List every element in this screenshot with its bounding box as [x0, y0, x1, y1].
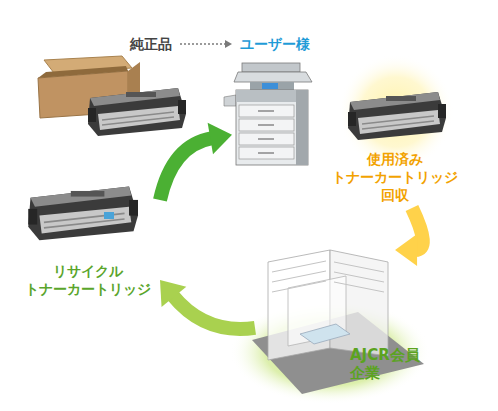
flow-arrow	[395, 208, 423, 266]
arrow-head	[160, 280, 186, 307]
arrow-shaft	[160, 138, 212, 200]
copier-drawer	[239, 147, 294, 159]
facility-line	[272, 271, 326, 282]
node-label: 使用済み トナーカートリッジ 回収	[325, 150, 465, 204]
arrow-head	[208, 123, 232, 155]
box-opening	[38, 66, 128, 78]
node-label: リサイクル トナーカートリッジ	[15, 262, 160, 298]
copier-drawer	[239, 119, 294, 131]
copier-drawer	[239, 105, 294, 117]
node-group: 使用済み トナーカートリッジ 回収	[320, 85, 470, 208]
drawer-handle	[258, 152, 274, 154]
copier-tray	[224, 95, 236, 106]
copier-screen	[262, 83, 278, 89]
flow-arrow	[160, 280, 255, 329]
node-label: AJCR会員 企業	[350, 346, 435, 382]
facility-line	[334, 282, 384, 292]
node-label: ユーザー様	[240, 35, 318, 53]
drawer-handle	[258, 124, 274, 126]
used-cartridge	[348, 92, 446, 140]
copier-side	[296, 90, 308, 165]
flow-arrow	[180, 40, 232, 48]
copier-panel	[250, 82, 294, 90]
arrow-shaft	[173, 295, 255, 328]
node-group: ユーザー様	[232, 35, 315, 168]
facility-line	[272, 281, 326, 292]
copier-drawer	[239, 133, 294, 145]
facility-line	[272, 261, 326, 272]
recycle-label	[104, 212, 114, 219]
copier-feeder	[242, 63, 300, 72]
node-label: 純正品	[130, 35, 190, 53]
arrow-head	[225, 40, 232, 48]
copier-body	[236, 90, 308, 165]
node-group: 純正品	[30, 35, 180, 140]
facility-machine	[300, 324, 350, 344]
drawer-handle	[258, 110, 274, 112]
facility-line	[334, 272, 384, 282]
node-group: リサイクル トナーカートリッジ	[15, 180, 160, 300]
copier-lid	[234, 72, 312, 82]
dotted-line	[180, 43, 227, 45]
flow-arrow	[160, 123, 232, 200]
new-cartridge	[88, 88, 186, 136]
node-group: AJCR会員 企業	[255, 250, 440, 390]
facility-line	[334, 262, 384, 272]
recycled-cartridge	[28, 186, 138, 240]
drawer-handle	[258, 138, 274, 140]
arrow-head	[395, 234, 417, 266]
